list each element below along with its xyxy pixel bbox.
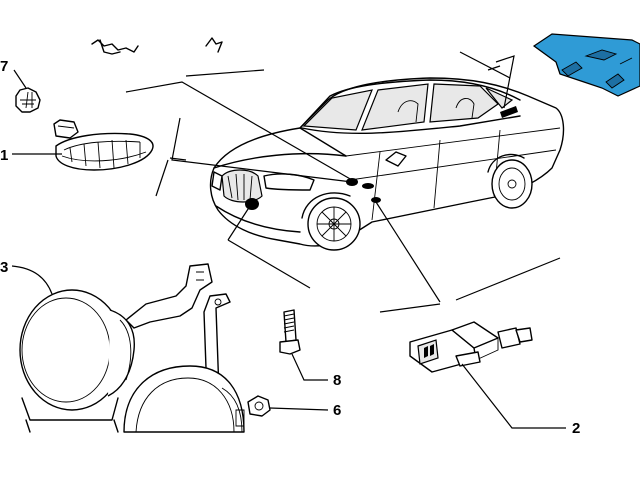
callout-3: 3 bbox=[0, 259, 8, 276]
part-6-nut[interactable] bbox=[247, 395, 271, 417]
part-7-bulb[interactable] bbox=[15, 87, 41, 113]
part-2-brake-switch[interactable] bbox=[409, 321, 533, 373]
part-8-bolt[interactable] bbox=[279, 309, 301, 355]
callout-6: 6 bbox=[333, 402, 341, 419]
leader-3 bbox=[11, 265, 53, 295]
front-wheel bbox=[307, 197, 361, 251]
leader-2 bbox=[461, 363, 566, 429]
callout-7: 7 bbox=[0, 58, 8, 75]
leader-8 bbox=[291, 353, 328, 381]
callout-1: 1 bbox=[0, 147, 8, 164]
leader-6 bbox=[269, 407, 329, 411]
part-1-side-indicator[interactable] bbox=[53, 119, 154, 171]
top-partial-bracket bbox=[91, 37, 223, 55]
callout-2: 2 bbox=[572, 420, 580, 437]
callout-8: 8 bbox=[333, 372, 341, 389]
car-illustration bbox=[209, 77, 565, 251]
reference-lines bbox=[125, 51, 561, 313]
leader-7 bbox=[13, 69, 27, 89]
rear-wheel bbox=[491, 159, 533, 209]
part-3-horn-assembly[interactable] bbox=[19, 263, 245, 433]
highlighted-control-unit[interactable] bbox=[532, 33, 640, 97]
control-unit-body bbox=[532, 33, 640, 97]
